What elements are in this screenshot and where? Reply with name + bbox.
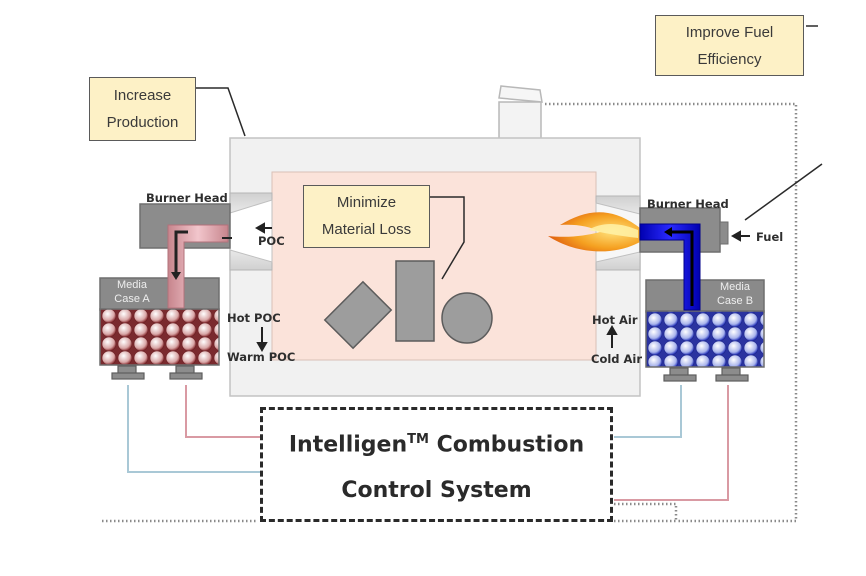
label-cold-air: Cold Air	[591, 352, 643, 366]
burner-flame	[548, 212, 640, 252]
chimney	[498, 85, 543, 140]
piping-lines	[127, 385, 729, 501]
callout-leaders	[196, 25, 823, 280]
label-media-case-b: Media Case B	[716, 281, 754, 307]
label-warm-poc: Warm POC	[227, 350, 296, 364]
label-poc: POC	[258, 234, 285, 248]
label-burner-head-right: Burner Head	[647, 197, 729, 211]
callout-minimize-material-loss: Minimize Material Loss	[303, 185, 430, 248]
material-pieces	[323, 260, 493, 350]
flow-arrows	[254, 222, 750, 353]
callout-increase-production: Increase Production	[89, 77, 196, 141]
label-hot-poc: Hot POC	[227, 311, 281, 325]
control-system-title: IntelligenTM Combustion	[288, 432, 585, 458]
left-regenerator	[99, 203, 232, 380]
control-system-subtitle: Control System	[341, 478, 532, 503]
label-burner-head-left: Burner Head	[146, 191, 228, 205]
right-regenerator	[639, 207, 765, 382]
control-signal-lines	[102, 102, 798, 523]
control-system-box: IntelligenTM Combustion Control System	[260, 407, 613, 522]
label-media-case-a: Media Case A	[114, 279, 150, 305]
label-fuel: Fuel	[756, 230, 784, 244]
callout-improve-fuel-efficiency: Improve Fuel Efficiency	[655, 15, 804, 76]
label-hot-air: Hot Air	[592, 313, 638, 327]
